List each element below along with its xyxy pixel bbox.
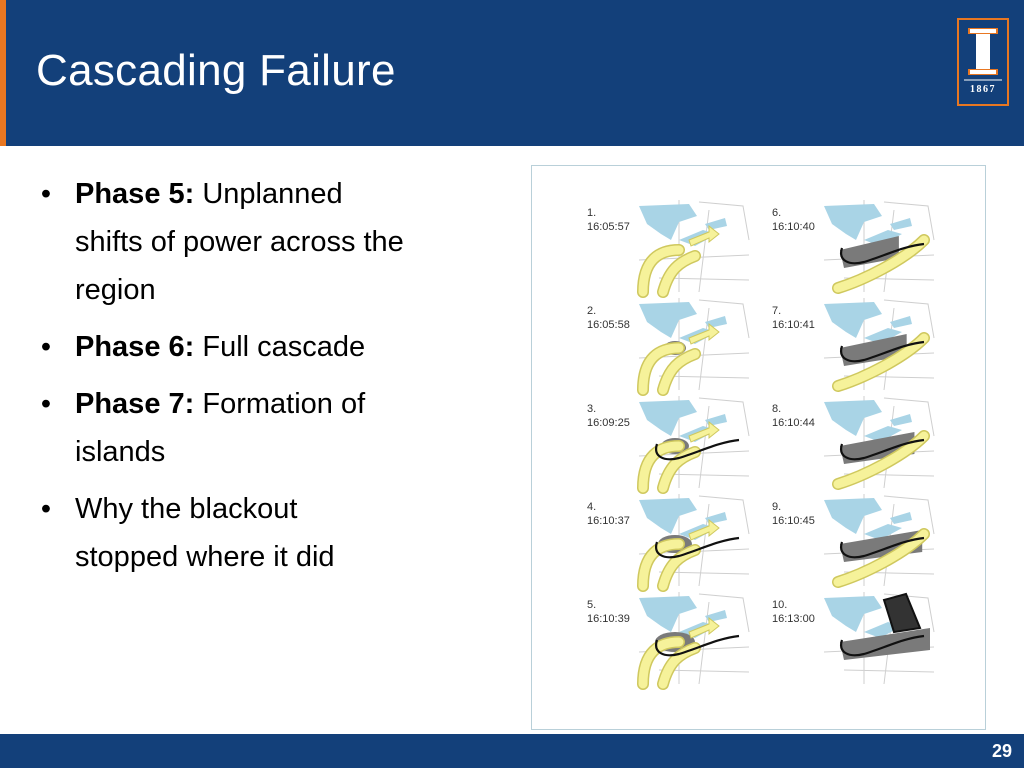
island-boundary-line: [655, 438, 740, 461]
panel-time: 16:10:40: [772, 221, 815, 233]
island-boundary-line: [655, 634, 740, 657]
map-panel: 2. 16:05:58: [587, 298, 750, 396]
flow-arrowhead-icon: [688, 420, 720, 443]
flow-arrowhead-icon: [688, 616, 720, 639]
island-boundary-line: [840, 536, 925, 559]
island-boundary-line: [840, 340, 925, 363]
panel-time: 16:13:00: [772, 613, 815, 625]
panel-time: 16:09:25: [587, 417, 630, 429]
bullet-dot-icon: •: [40, 331, 52, 363]
slide-header: Cascading Failure 1867: [0, 0, 1024, 146]
bullet-dot-icon: •: [40, 178, 52, 210]
bullet-text: stopped where it did: [75, 541, 335, 573]
map-panel: 7. 16:10:41: [772, 298, 935, 392]
island-boundary-line: [840, 242, 925, 265]
page-number: 29: [991, 741, 1012, 761]
map-panel: 9. 16:10:45: [772, 494, 935, 588]
great-lakes: [824, 302, 882, 338]
map-panel: 3. 16:09:25: [587, 396, 750, 494]
slide-title: Cascading Failure: [36, 46, 396, 95]
flow-arrowhead-icon: [688, 518, 720, 541]
panel-time: 16:10:41: [772, 319, 815, 331]
great-lakes: [639, 302, 697, 338]
bullet-text: Full cascade: [202, 331, 366, 363]
map-panel: 10. 16:13:00: [772, 592, 935, 685]
great-lakes: [639, 400, 697, 436]
panel-number: 9.: [772, 501, 781, 513]
bullet-text: Why the blackout: [75, 493, 298, 525]
panel-number: 2.: [587, 305, 596, 317]
panel-time: 16:10:37: [587, 515, 630, 527]
island-boundary-line: [655, 536, 740, 559]
map-panels: 1. 16:05:57 2. 16:05:58 3. 16:09:25 4. 16:10:37…: [587, 200, 935, 690]
header-accent-bar: [0, 0, 6, 146]
panel-time: 16:05:58: [587, 319, 630, 331]
panel-time: 16:10:44: [772, 417, 815, 429]
bullet-text: Unplanned: [202, 178, 343, 210]
great-lakes: [824, 400, 882, 436]
map-panel: 5. 16:10:39: [587, 592, 750, 690]
map-panel: 8. 16:10:44: [772, 396, 935, 490]
slide-footer: 29: [0, 734, 1024, 768]
bullet-label: Phase 5:: [75, 178, 195, 210]
map-panel: 1. 16:05:57: [587, 200, 750, 298]
bullet-text: shifts of power across the: [75, 226, 404, 258]
flow-arrowhead-icon: [688, 224, 720, 247]
bullet-label: Phase 6:: [75, 331, 195, 363]
column-icon: [964, 28, 1002, 81]
bullet-text: Formation of: [202, 388, 366, 420]
great-lakes: [639, 596, 697, 632]
bullet-dot-icon: •: [40, 388, 52, 420]
great-lakes: [824, 596, 882, 632]
flow-arrowhead-icon: [688, 322, 720, 345]
great-lakes: [639, 498, 697, 534]
island-boundary-line: [840, 438, 925, 461]
bullet-dot-icon: •: [40, 493, 52, 525]
map-panel: 6. 16:10:40: [772, 200, 935, 294]
great-lakes: [824, 498, 882, 534]
panel-time: 16:10:39: [587, 613, 630, 625]
bullet-text: region: [75, 274, 156, 306]
outage-area: [882, 592, 922, 634]
panel-number: 10.: [772, 599, 787, 611]
great-lakes: [639, 204, 697, 240]
panel-time: 16:05:57: [587, 221, 630, 233]
island-boundary-line: [840, 634, 925, 657]
panel-number: 1.: [587, 207, 596, 219]
outage-area: [840, 236, 899, 268]
bullet-text: islands: [75, 436, 166, 468]
panel-number: 7.: [772, 305, 781, 317]
bullet-label: Phase 7:: [75, 388, 195, 420]
logo-year: 1867: [970, 84, 996, 95]
bullet-item: • Phase 7: Formation of islands: [36, 380, 506, 476]
bullet-item: • Why the blackout stopped where it did: [36, 485, 506, 581]
bullet-item: • Phase 6: Full cascade: [36, 323, 506, 371]
bullet-list: • Phase 5: Unplanned shifts of power acros…: [36, 170, 506, 590]
panel-time: 16:10:45: [772, 515, 815, 527]
map-panel: 4. 16:10:37: [587, 494, 750, 592]
panel-number: 5.: [587, 599, 596, 611]
panel-number: 4.: [587, 501, 596, 513]
panel-number: 6.: [772, 207, 781, 219]
university-logo: 1867: [957, 18, 1009, 106]
great-lakes: [824, 204, 882, 240]
blackout-sequence-figure: 1. 16:05:57 2. 16:05:58 3. 16:09:25 4. 16:10:37…: [531, 165, 986, 730]
outage-area: [840, 628, 930, 660]
bullet-item: • Phase 5: Unplanned shifts of power acros…: [36, 170, 506, 314]
panel-number: 8.: [772, 403, 781, 415]
panel-number: 3.: [587, 403, 596, 415]
